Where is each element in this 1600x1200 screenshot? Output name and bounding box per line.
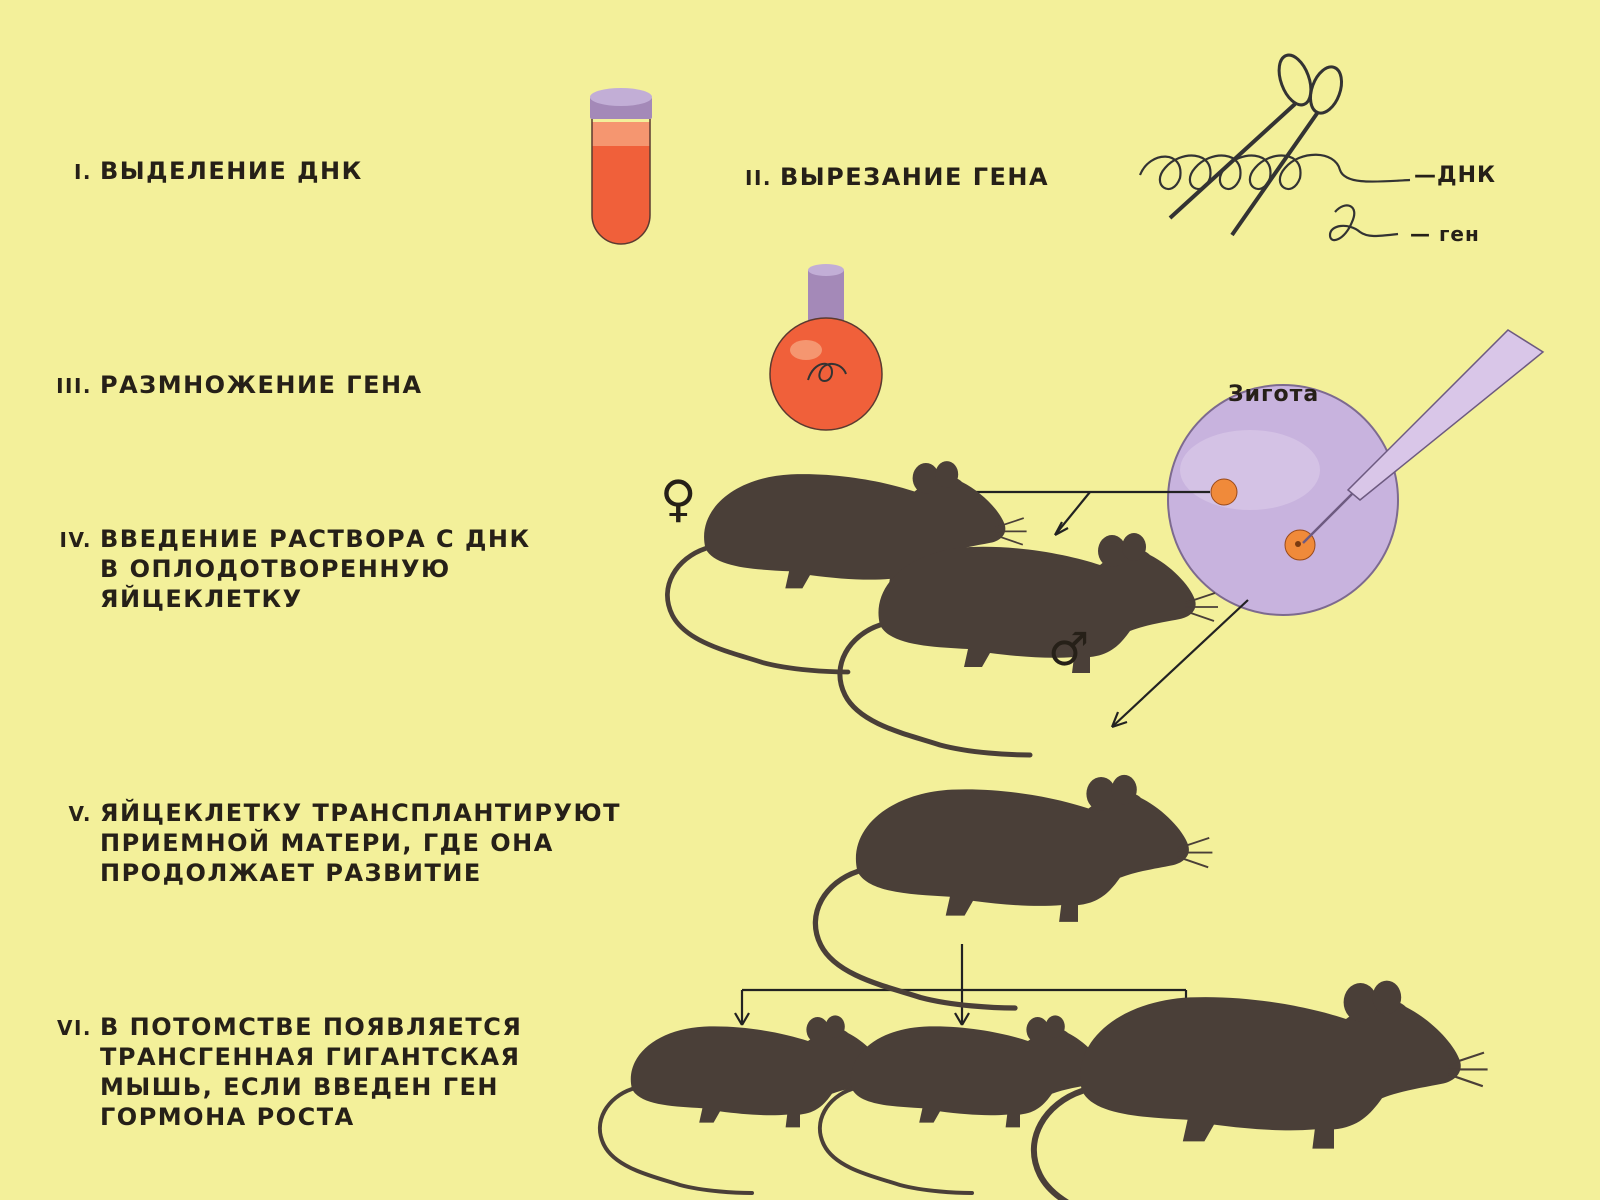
test-tube <box>590 88 652 245</box>
giant-transgenic-mouse <box>1034 981 1488 1200</box>
step-3-number: III. <box>56 374 92 398</box>
step-2-caption: II. ВЫРЕЗАНИЕ ГЕНА <box>700 132 1049 193</box>
arrows <box>734 490 1249 1026</box>
step-5-number: V. <box>68 802 92 826</box>
foster-mother-mouse <box>815 775 1212 1008</box>
step-5-text: ЯЙЦЕКЛЕТКУ ТРАНСПЛАНТИРУЮТ ПРИЕМНОЙ МАТЕ… <box>100 799 622 887</box>
zygote <box>1167 384 1399 616</box>
gene-label: — ген <box>1410 222 1480 246</box>
dna-coil-icon <box>1138 153 1411 191</box>
step-4-number: IV. <box>59 528 92 552</box>
step-1-caption: I. ВЫДЕЛЕНИЕ ДНК <box>20 126 363 187</box>
step-4-text: ВВЕДЕНИЕ РАСТВОРА С ДНК В ОПЛОДОТВОРЕННУ… <box>100 525 531 613</box>
step-6-text: В ПОТОМСТВЕ ПОЯВЛЯЕТСЯ ТРАНСГЕННАЯ ГИГАН… <box>100 1013 523 1131</box>
flask <box>769 264 883 431</box>
step-2-number: II. <box>745 166 772 190</box>
scissors-icon <box>1168 53 1344 237</box>
step-3-caption: III. РАЗМНОЖЕНИЕ ГЕНА <box>20 340 423 401</box>
male-symbol-icon: ♂ <box>1048 622 1091 676</box>
zygote-label: Зигота <box>1228 382 1320 407</box>
dna-label: —ДНК <box>1414 163 1496 188</box>
gene-coil-icon <box>1328 204 1399 242</box>
offspring-mouse-2 <box>820 1015 1122 1193</box>
micropipette <box>1302 329 1545 544</box>
step-1-number: I. <box>73 160 92 184</box>
step-3-text: РАЗМНОЖЕНИЕ ГЕНА <box>100 371 423 399</box>
step-1-text: ВЫДЕЛЕНИЕ ДНК <box>100 157 363 185</box>
step-2-text: ВЫРЕЗАНИЕ ГЕНА <box>780 163 1050 191</box>
step-6-caption: VI. В ПОТОМСТВЕ ПОЯВЛЯЕТСЯ ТРАНСГЕННАЯ ГИ… <box>20 982 522 1132</box>
offspring-mouse-1 <box>600 1015 902 1193</box>
step-5-caption: V. ЯЙЦЕКЛЕТКУ ТРАНСПЛАНТИРУЮТ ПРИЕМНОЙ МА… <box>20 768 621 888</box>
female-symbol-icon: ♀ <box>660 470 698 528</box>
step-6-number: VI. <box>56 1016 92 1040</box>
step-4-caption: IV. ВВЕДЕНИЕ РАСТВОРА С ДНК В ОПЛОДОТВОРЕ… <box>20 494 531 614</box>
